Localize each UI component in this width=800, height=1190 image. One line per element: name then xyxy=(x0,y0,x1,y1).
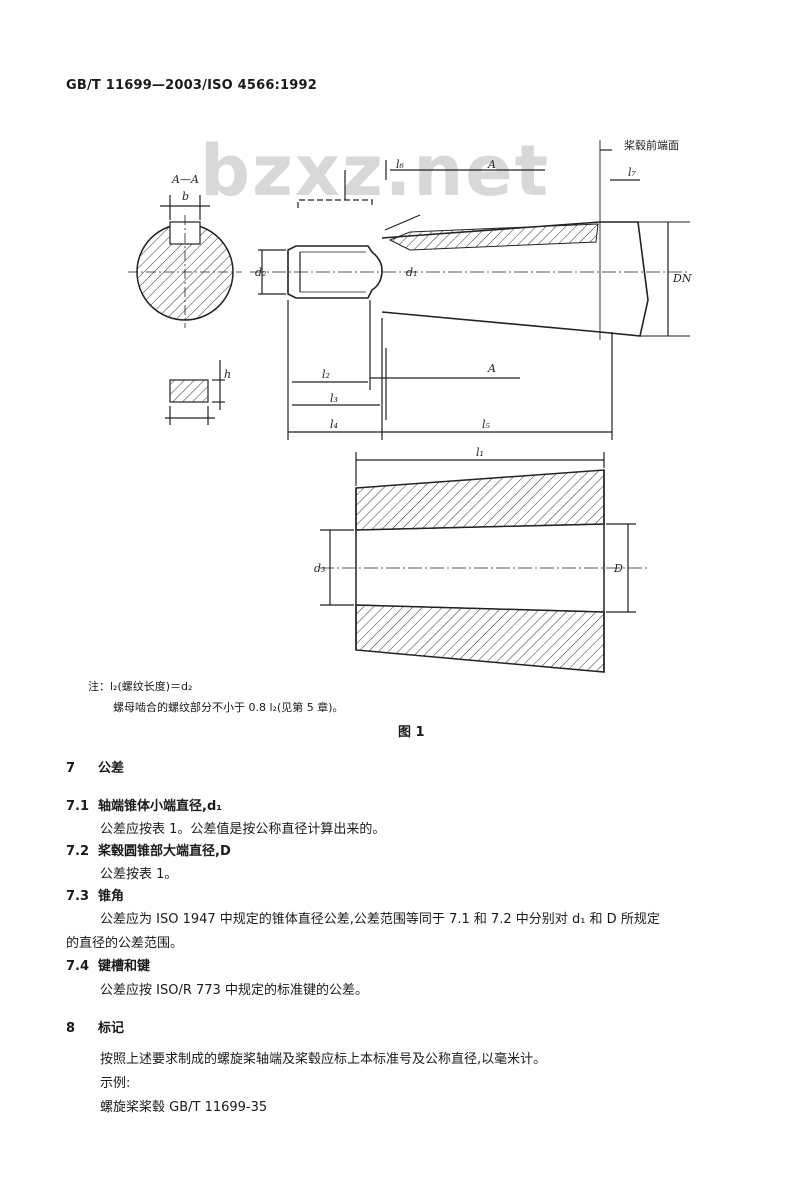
paragraph-7-1: 公差应按表 1。公差值是按公称直径计算出来的。 xyxy=(100,822,386,837)
paragraph-8-line-2: 示例: xyxy=(100,1076,131,1091)
l6-label: l₆ xyxy=(396,158,405,171)
standard-number: GB/T 11699—2003/ISO 4566:1992 xyxy=(66,78,318,93)
d3-label: d₃ xyxy=(314,562,325,575)
figure-note-line-2: 螺母啮合的螺纹部分不小于 0.8 l₂(见第 5 章)。 xyxy=(113,701,344,714)
paragraph-7-3-line-1: 公差应为 ISO 1947 中规定的锥体直径公差,公差范围等同于 7.1 和 7… xyxy=(100,912,660,927)
l1-label: l₁ xyxy=(476,446,484,459)
d1-label: d₁ xyxy=(406,266,417,279)
paragraph-7-2: 公差按表 1。 xyxy=(100,867,178,882)
l2-label: l₂ xyxy=(322,368,330,381)
paragraph-8-line-3: 螺旋桨桨毂 GB/T 11699-35 xyxy=(100,1100,268,1115)
dn-label: DN xyxy=(672,272,692,285)
big-d-label: D xyxy=(613,562,623,575)
figure-note-line-1: 注：l₂(螺纹长度)＝d₂ xyxy=(88,680,193,693)
l7-label: l₇ xyxy=(628,166,637,179)
watermark: bzxz.net xyxy=(200,130,551,212)
hub-end-face-label: 桨毂前端面 xyxy=(624,138,679,152)
paragraph-7-3-line-2: 的直径的公差范围。 xyxy=(66,936,184,951)
l5-label: l₅ xyxy=(482,418,491,431)
shaft-end-view xyxy=(250,140,690,440)
l4-label: l₄ xyxy=(330,418,338,431)
key-height-label: h xyxy=(224,368,231,381)
cut-a-top-label: A xyxy=(487,158,496,171)
technical-drawing: 桨毂前端面 A—A b d₂ d₁ DN l₆ A l₇ A l₂ l₃ l₄ … xyxy=(128,138,692,673)
hub-bore-view xyxy=(320,452,650,673)
key-width-label: b xyxy=(182,190,189,203)
figure-caption: 图 1 xyxy=(398,725,425,740)
section-aa-view xyxy=(128,195,242,328)
d2-label: d₂ xyxy=(255,266,266,279)
paragraph-7-4: 公差应按 ISO/R 773 中规定的标准键的公差。 xyxy=(100,983,368,998)
paragraph-8-line-1: 按照上述要求制成的螺旋桨轴端及桨毂应标上本标准号及公称直径,以毫米计。 xyxy=(100,1052,547,1067)
cut-a-bottom-label: A xyxy=(487,362,496,375)
drawing-labels: 桨毂前端面 A—A b d₂ d₁ DN l₆ A l₇ A l₂ l₃ l₄ … xyxy=(171,138,692,575)
key-detail xyxy=(165,360,225,425)
section-label: A—A xyxy=(171,173,199,186)
l3-label: l₃ xyxy=(330,392,338,405)
